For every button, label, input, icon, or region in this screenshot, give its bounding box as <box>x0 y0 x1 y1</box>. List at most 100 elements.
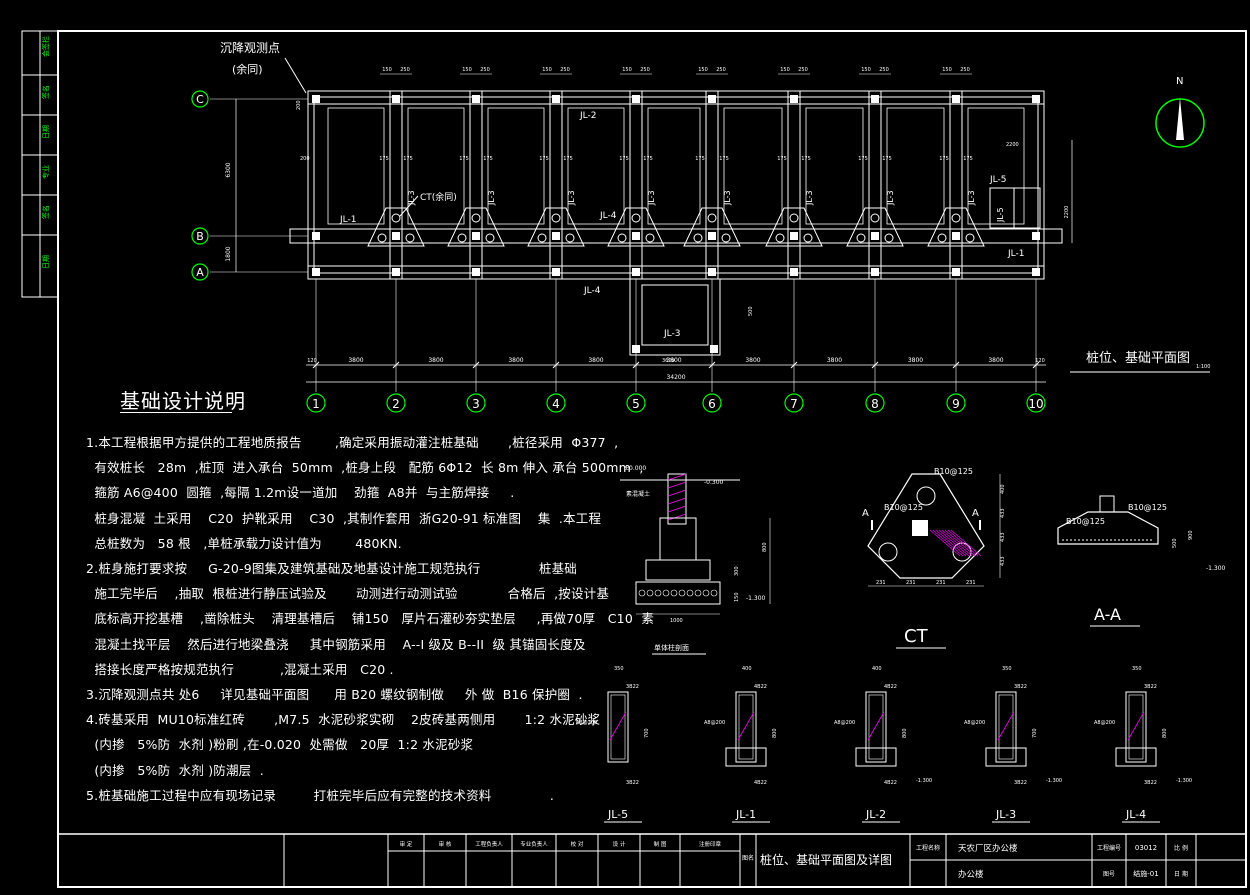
note-line: 4.砖基采用 MU10标准红砖 ,M7.5 水泥砂浆实砌 2皮砖基两侧用 1:2… <box>86 712 601 728</box>
column-square <box>1032 268 1040 276</box>
pile-circle <box>721 233 731 243</box>
beam-width: 350 <box>1002 666 1012 672</box>
tb-sheet-label: 图号 <box>1103 871 1115 878</box>
column-square <box>708 232 716 240</box>
beam-label: JL-5 <box>989 175 1006 185</box>
dim-text: 150 <box>734 592 740 602</box>
pile-circle <box>645 233 655 243</box>
dim-text: 175 <box>882 156 892 162</box>
pile-circle <box>951 213 961 223</box>
ct-cap <box>867 473 985 579</box>
pile-circle <box>551 213 561 223</box>
dim-text: 3600 <box>666 357 681 364</box>
dim-text: 433 <box>1000 508 1006 518</box>
beam-width: 350 <box>614 666 624 672</box>
aa-section <box>1057 511 1159 545</box>
dim-text: 250 <box>560 67 570 73</box>
room-outline <box>967 107 1025 225</box>
dim-text: 175 <box>483 156 493 162</box>
column-square <box>472 232 480 240</box>
beam-footing <box>1115 747 1157 767</box>
section-stone <box>654 589 662 597</box>
column-square <box>1032 95 1040 103</box>
title-block: 审 定审 核工程负责人专业负责人校 对设 计制 图注册印章图名桩位、基础平面图及… <box>57 833 1247 888</box>
aa-rebar-label: B10@125 <box>1128 503 1167 512</box>
column-square <box>790 232 798 240</box>
pile-circle <box>485 233 495 243</box>
dim-text: 3800 <box>908 357 923 364</box>
dim-text: 500 <box>1172 538 1178 548</box>
beam-stirrup-label: A8@200 <box>964 720 985 726</box>
pile-cap <box>683 207 741 247</box>
dim-text: 250 <box>400 67 410 73</box>
beam-top-rebar: 4B22 <box>754 684 767 690</box>
dim-text: 150 <box>698 67 708 73</box>
dim-text: 231 <box>876 580 886 586</box>
beam-label: JL-5 <box>996 207 1005 223</box>
pile-circle <box>803 233 813 243</box>
section-hatch <box>667 513 687 521</box>
tb-project-name: 天农厂区办公楼 <box>958 843 1018 854</box>
beam-stirrup <box>868 694 884 760</box>
dim-text: 175 <box>379 156 389 162</box>
pile-cap <box>607 207 665 247</box>
column-square <box>632 95 640 103</box>
section-stone <box>702 589 710 597</box>
section-hatch <box>667 481 687 489</box>
column-square <box>312 268 320 276</box>
axis-bubble <box>702 393 722 413</box>
dim-text: 250 <box>480 67 490 73</box>
beam-top-rebar: 3B22 <box>626 684 639 690</box>
beam-label: JL-3 <box>567 190 576 206</box>
axis-bubble <box>386 393 406 413</box>
dim-text: 3600 <box>662 358 675 364</box>
dim-text: 150 <box>382 67 392 73</box>
section-hatch <box>667 473 687 481</box>
axis-bubble <box>306 393 326 413</box>
dim-text: 3800 <box>508 357 523 364</box>
dim-text: 150 <box>942 67 952 73</box>
dim-text: 200 <box>300 156 310 162</box>
tb-sign-cell: 制 图 <box>654 840 667 848</box>
pile-cap <box>447 207 505 247</box>
room-outline <box>723 107 783 225</box>
beam-hatch <box>737 711 755 741</box>
dim-text: 3800 <box>428 357 443 364</box>
column-square <box>952 95 960 103</box>
dim-text: 175 <box>563 156 573 162</box>
beam-section <box>865 691 887 763</box>
pile-cap <box>367 207 425 247</box>
callout-leader <box>399 195 419 217</box>
beam-height: 800 <box>902 728 908 738</box>
beam-label: JL-3 <box>407 190 416 206</box>
note-line: 底标高开挖基槽 ,凿除桩头 清理基槽后 铺150 厚片石灌砂夯实垫层 ,再做70… <box>86 611 655 627</box>
section-elev: -0.300 <box>704 479 724 486</box>
section-stone <box>710 589 718 597</box>
tb-sub-name: 办公楼 <box>958 869 984 880</box>
dim-text: 175 <box>963 156 973 162</box>
tb-number-label: 工程编号 <box>1097 844 1121 852</box>
pile-circle <box>707 213 717 223</box>
beam-width: 350 <box>1132 666 1142 672</box>
dim-text: 3800 <box>348 357 363 364</box>
axis-label: 5 <box>632 397 640 411</box>
pile-circle <box>965 233 975 243</box>
ct-hatch <box>944 529 976 557</box>
note-line: 3.沉降观测点共 处6 详见基础平面图 用 B20 螺纹钢制做 外 做 B16 … <box>86 687 583 702</box>
axis-bubble <box>191 263 209 281</box>
dim-text: 175 <box>939 156 949 162</box>
axis-label: 1 <box>312 397 320 411</box>
callout-label: 沉降观测点 <box>220 41 280 55</box>
beam-stirrup <box>998 694 1014 760</box>
note-line: 总桩数为 58 根 ,单桩承载力设计值为 480KN. <box>86 535 402 551</box>
pile-cap <box>527 207 585 247</box>
dim-text: 433 <box>1000 532 1006 542</box>
beam-hatch <box>867 711 885 741</box>
ct-rebar: B10@125 <box>934 467 973 476</box>
dim-text: 500 <box>748 306 754 316</box>
column-square <box>472 268 480 276</box>
ct-hatch <box>947 529 979 557</box>
column-square <box>871 95 879 103</box>
beam-hatch <box>997 711 1015 741</box>
